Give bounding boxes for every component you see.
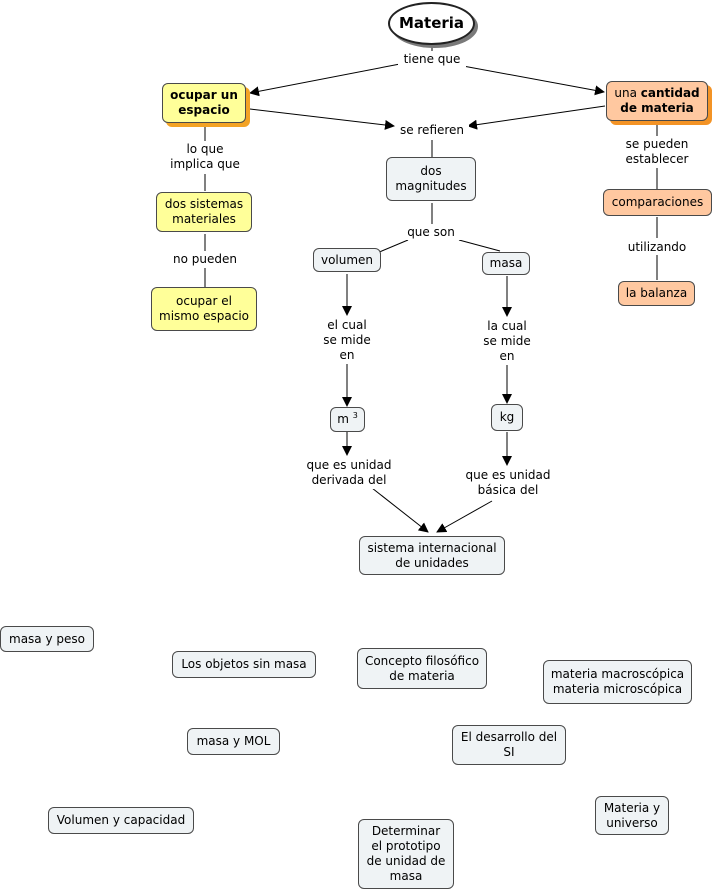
concept-masa[interactable]: masa [482,252,530,275]
concept-dos-sistemas[interactable]: dos sistemas materiales [156,192,252,232]
link-lo-que-implica: lo que implica que [165,141,245,173]
concept-label: sistema internacional de unidades [367,540,497,570]
concept-label: dos sistemas materiales [164,197,244,226]
link-el-cual: el cual se mide en [318,317,376,364]
resource-masa-mol[interactable]: masa y MOL [187,728,280,755]
concept-ocupar-mismo-espacio[interactable]: ocupar el mismo espacio [151,287,257,331]
link-label: el cual se mide en [323,318,371,362]
link-no-pueden: no pueden [166,251,244,267]
link-basica: que es unidad básica del [461,467,555,499]
concept-kg[interactable]: kg [491,404,523,431]
concept-label-prefix: una [614,86,641,100]
link-label: tiene que [403,51,461,66]
concept-label: m 3 [337,412,358,427]
concept-la-balanza[interactable]: la balanza [618,281,695,306]
concept-label: dos magnitudes [395,164,467,193]
concept-label: volumen [320,252,374,267]
resource-desarrollo-si[interactable]: El desarrollo del SI [452,725,566,765]
concept-label: kg [499,410,515,424]
resource-label: Los objetos sin masa [181,657,307,671]
link-label: la cual se mide en [483,319,531,363]
concept-materia[interactable]: Materia [388,2,475,45]
link-label: que es unidad derivada del [306,458,392,487]
link-se-pueden: se pueden establecer [617,136,697,168]
concept-dos-magnitudes[interactable]: dos magnitudes [386,157,476,201]
link-label: se refieren [399,123,465,137]
link-se-refieren: se refieren [395,122,469,139]
concept-sistema-internacional[interactable]: sistema internacional de unidades [359,536,505,575]
concept-label: ocupar el mismo espacio [159,294,249,323]
unit-exponent: 3 [352,411,358,420]
concept-label: comparaciones [611,195,704,209]
resource-materia-universo[interactable]: Materia y universo [595,796,669,835]
link-label: que son [407,224,455,239]
concept-label: la balanza [625,286,688,300]
resource-label: materia macroscópica materia microscópic… [550,667,685,696]
link-utilizando: utilizando [620,239,694,255]
concept-label: Materia [398,14,465,32]
concept-label-bold: cantidad de materia [620,86,700,115]
concept-label: una cantidad de materia [614,86,699,116]
resource-volumen-capacidad[interactable]: Volumen y capacidad [48,807,194,834]
concept-comparaciones[interactable]: comparaciones [603,189,712,216]
resource-prototipo[interactable]: Determinar el prototipo de unidad de mas… [358,819,454,889]
unit-base: m [337,412,349,426]
resource-label: Volumen y capacidad [56,813,186,827]
link-label: lo que implica que [170,142,240,171]
concept-ocupar-espacio[interactable]: ocupar un espacio [162,83,246,123]
resource-label: Determinar el prototipo de unidad de mas… [366,824,446,883]
concept-label: masa [489,256,523,270]
link-label: se pueden establecer [625,137,689,166]
resource-label: Concepto filosófico de materia [364,653,480,683]
resource-concepto-filosofico[interactable]: Concepto filosófico de materia [357,648,487,689]
link-label: no pueden [173,251,237,266]
link-tiene-que: tiene que [398,51,466,67]
concept-volumen[interactable]: volumen [313,248,381,272]
concept-label: ocupar un espacio [170,88,238,117]
resource-label: masa y peso [9,631,85,646]
resource-macro-micro[interactable]: materia macroscópica materia microscópic… [543,660,692,704]
link-la-cual: la cual se mide en [478,318,536,365]
resource-label: Materia y universo [603,800,661,830]
resource-objetos-sin-masa[interactable]: Los objetos sin masa [172,651,316,678]
resource-masa-peso[interactable]: masa y peso [0,626,94,652]
link-que-son: que son [401,224,461,240]
link-derivada: que es unidad derivada del [302,457,396,489]
link-label: utilizando [627,239,687,254]
concept-m3[interactable]: m 3 [330,407,365,432]
resource-label: masa y MOL [196,734,271,748]
link-label: que es unidad básica del [465,468,551,497]
resource-label: El desarrollo del SI [460,730,558,759]
concept-cantidad-materia[interactable]: una cantidad de materia [606,81,708,121]
